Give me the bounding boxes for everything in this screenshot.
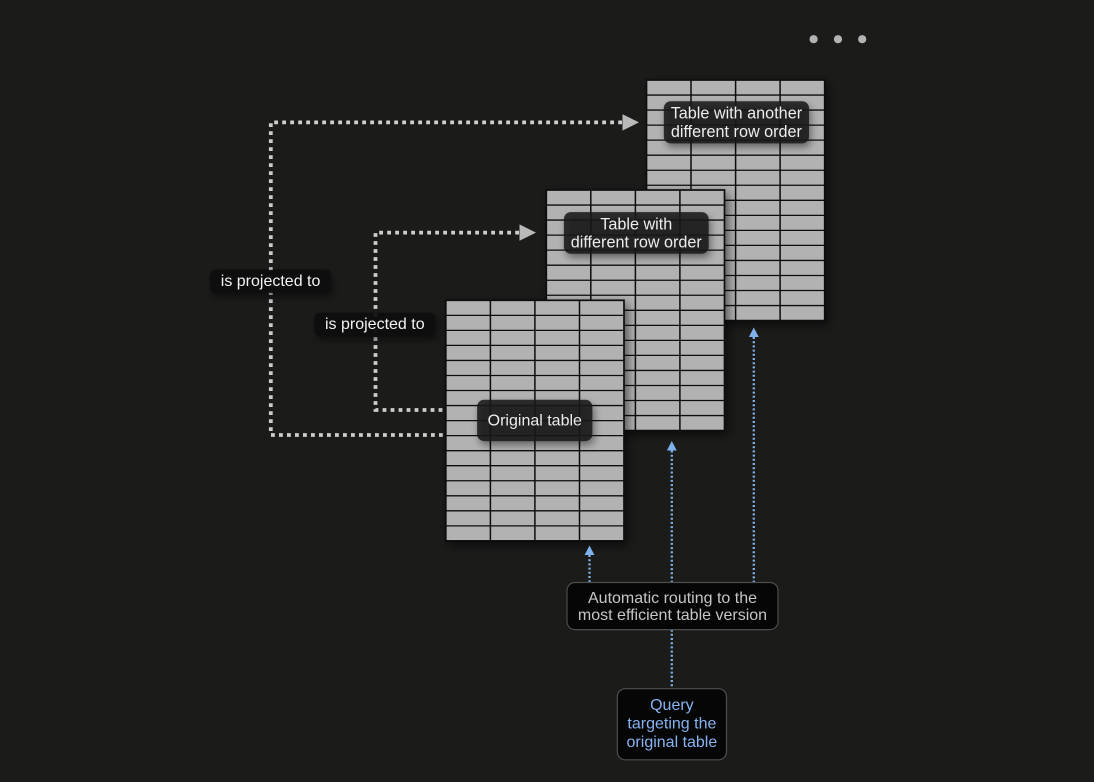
svg-text:most efficient table version: most efficient table version bbox=[578, 607, 767, 624]
svg-text:targeting the: targeting the bbox=[627, 715, 716, 732]
svg-text:Table with: Table with bbox=[600, 215, 672, 233]
svg-text:is projected to: is projected to bbox=[221, 273, 321, 290]
svg-text:is projected to: is projected to bbox=[325, 316, 425, 333]
svg-text:Automatic routing to the: Automatic routing to the bbox=[588, 590, 757, 607]
svg-text:Query: Query bbox=[650, 697, 694, 714]
svg-text:different row order: different row order bbox=[671, 123, 803, 141]
svg-text:different row order: different row order bbox=[571, 234, 703, 252]
svg-text:Table with another: Table with another bbox=[671, 105, 803, 123]
svg-text:original table: original table bbox=[627, 734, 718, 751]
svg-text:Original table: Original table bbox=[488, 412, 582, 429]
